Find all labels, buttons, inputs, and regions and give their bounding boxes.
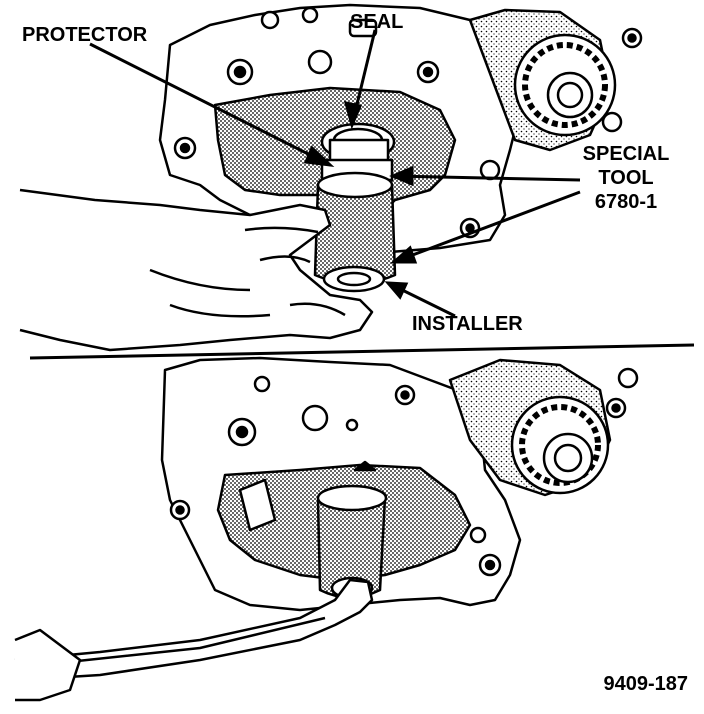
special-tool-label-line2: TOOL	[598, 167, 653, 189]
special-tool-label-line3: 6780-1	[595, 191, 657, 213]
special-tool-leader-lower	[393, 190, 581, 264]
bolt-boss	[301, 6, 319, 24]
wrench	[14, 578, 374, 682]
bottom-panel-illustration	[14, 356, 639, 702]
protector-label: PROTECTOR	[22, 24, 148, 46]
bolt-boss	[253, 375, 271, 393]
protector-leader	[89, 42, 331, 167]
left-hand	[19, 188, 374, 352]
callout-labels: PROTECTOR SEAL SPECIAL TOOL 6780-1 INSTA…	[22, 11, 688, 695]
bolt-boss	[617, 367, 639, 389]
right-hand	[14, 628, 82, 702]
bolt-boss	[345, 418, 359, 432]
bolt-boss	[479, 159, 501, 181]
engine-housing-outline	[160, 356, 522, 612]
special-tool-label-line1: SPECIAL	[583, 143, 670, 165]
engine-housing-outline	[158, 3, 522, 267]
installer-label: INSTALLER	[412, 313, 523, 335]
bolt-boss	[601, 111, 623, 133]
top-panel-illustration	[19, 3, 643, 352]
seal-label: SEAL	[350, 11, 403, 33]
panel-divider	[29, 343, 695, 360]
bolt-boss	[260, 10, 280, 30]
bolt-boss	[301, 404, 329, 432]
bolt-boss	[469, 526, 487, 544]
leader-lines	[89, 29, 581, 318]
special-tool-leader-upper	[392, 174, 581, 182]
bolt-boss	[307, 49, 333, 75]
figure-id: 9409-187	[603, 673, 688, 695]
